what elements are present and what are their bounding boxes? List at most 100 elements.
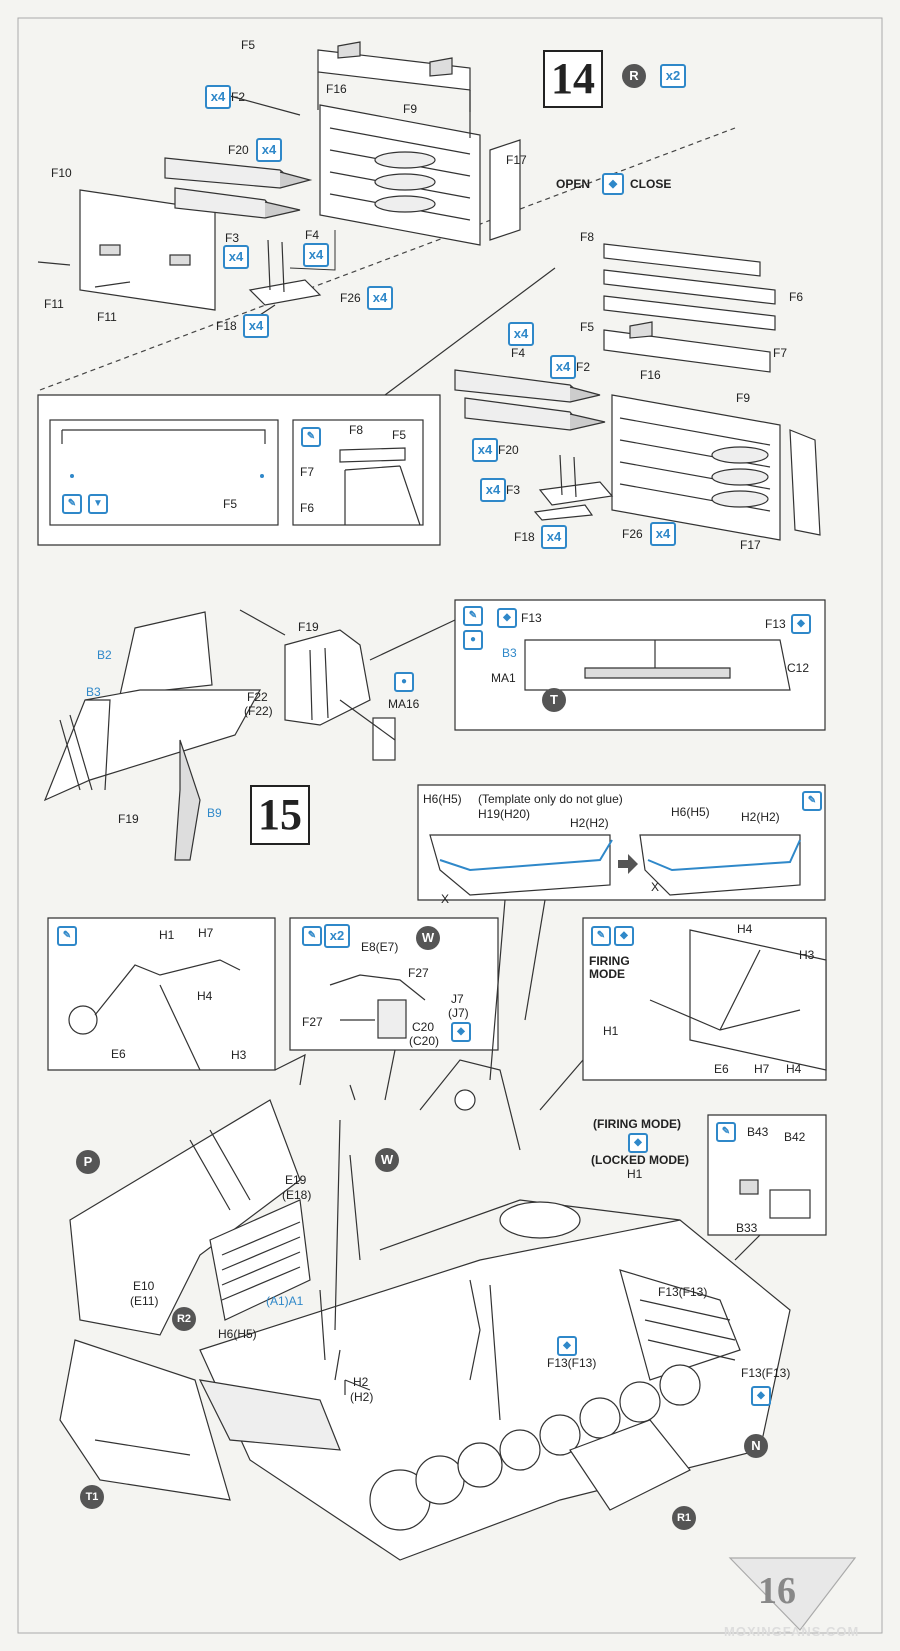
label-f7-inset: F7 (300, 465, 315, 479)
ammo-rack-upper (37, 41, 521, 326)
label-f13f13-b: F13(F13) (547, 1356, 597, 1370)
label-f4-b: F4 (511, 346, 526, 360)
label-f17-b: F17 (740, 538, 761, 552)
label-f8-inset: F8 (349, 423, 364, 437)
badge-t1: T1 (80, 1485, 104, 1509)
label-b33: B33 (736, 1221, 758, 1235)
badge-x4-f18-a: x4 (243, 314, 269, 338)
badge-x4-f4: x4 (303, 243, 329, 267)
label-h7-b: H7 (754, 1062, 770, 1076)
label-f9-b: F9 (736, 391, 751, 405)
badge-n: N (744, 1434, 768, 1458)
badge-r: R (622, 64, 646, 88)
open-close-icon-h: ◆ (751, 1386, 771, 1406)
label-e6-a: E6 (111, 1047, 126, 1061)
label-firing: FIRING (589, 954, 630, 968)
label-locked-mode: (LOCKED MODE) (591, 1153, 689, 1167)
badge-x4-f26-b: x4 (650, 522, 676, 546)
label-f5-b: F5 (580, 320, 595, 334)
badge-x4-f26-a: x4 (367, 286, 393, 310)
label-h1-a: H1 (159, 928, 175, 942)
side-plates-step15 (43, 609, 396, 861)
label-f20-b: F20 (498, 443, 519, 457)
label-h1-b: H1 (603, 1024, 619, 1038)
label-f20-a: F20 (228, 143, 249, 157)
label-firing-mode: (FIRING MODE) (593, 1117, 681, 1131)
label-f19-a: F19 (298, 620, 319, 634)
label-e19: E19 (285, 1173, 307, 1187)
label-f18-a: F18 (216, 319, 237, 333)
open-close-icon-f: ◆ (628, 1133, 648, 1153)
badge-x4-f3-b: x4 (480, 478, 506, 502)
glue-icon-b: ✎ (463, 606, 483, 626)
label-f5-c: F5 (223, 497, 238, 511)
label-f13f13-a: F13(F13) (658, 1285, 708, 1299)
label-h3-a: H3 (231, 1048, 247, 1062)
badge-w-a: W (416, 926, 440, 950)
label-x-b: X (651, 880, 660, 894)
ammo-rack-lower (454, 243, 821, 541)
step-15-number: 15 (250, 785, 310, 845)
label-f18-b: F18 (514, 530, 535, 544)
badge-x4-f20-b: x4 (472, 438, 498, 462)
label-f13-a: F13 (521, 611, 542, 625)
open-close-icon-g: ◆ (557, 1336, 577, 1356)
label-h4-b: H4 (737, 922, 753, 936)
badge-x4-f2: x4 (205, 85, 231, 109)
label-f17-a: F17 (506, 153, 527, 167)
open-close-icon-d: ◆ (451, 1022, 471, 1042)
step-16-number: 16 (758, 1570, 796, 1612)
hull-assembly (59, 1059, 791, 1561)
badge-t-a: T (542, 688, 566, 712)
badge-x4-f2-b: x4 (550, 355, 576, 379)
label-f11-b: F11 (97, 310, 117, 324)
glue-icon-g: ✎ (716, 1122, 736, 1142)
label-h2h2-b: H2(H2) (741, 810, 780, 824)
open-close-icon-a: ◆ (602, 173, 624, 195)
label-b43: B43 (747, 1125, 769, 1139)
label-f3-b: F3 (506, 483, 521, 497)
label-f6-inset: F6 (300, 501, 315, 515)
label-f2-a: F2 (231, 90, 246, 104)
paint-icon-b: ● (394, 672, 414, 692)
glue-icon-a: ✎ (62, 494, 82, 514)
label-c20: C20 (412, 1020, 435, 1034)
label-a1a1: (A1)A1 (266, 1294, 304, 1308)
label-e11p: (E11) (130, 1294, 159, 1308)
label-f27-b: F27 (302, 1015, 323, 1029)
badge-x4-f20: x4 (256, 138, 282, 162)
badge-r2: R2 (172, 1307, 196, 1331)
glue-icon-d: ✎ (57, 926, 77, 946)
label-h2: H2 (353, 1375, 369, 1389)
glue-icon-c: ✎ (802, 791, 822, 811)
label-h6h5-c: H6(H5) (218, 1327, 257, 1341)
label-f16-b: F16 (640, 368, 661, 382)
label-f19-b: F19 (118, 812, 139, 826)
label-f5-a: F5 (241, 38, 256, 52)
label-f10: F10 (51, 166, 72, 180)
label-f13f13-c: F13(F13) (741, 1366, 791, 1380)
label-f22: F22 (247, 690, 268, 704)
label-b42: B42 (784, 1130, 806, 1144)
watermark: MOXINGFANS.COM (724, 1624, 860, 1639)
open-close-icon-e: ◆ (614, 926, 634, 946)
label-b3: B3 (86, 685, 101, 699)
label-f26-a: F26 (340, 291, 361, 305)
label-mode: MODE (589, 967, 625, 981)
label-h4-c: H4 (786, 1062, 802, 1076)
trim-icon: ▼ (88, 494, 108, 514)
label-h3-b: H3 (799, 948, 815, 962)
label-b2: B2 (97, 648, 112, 662)
label-h6h5-a: H6(H5) (423, 792, 462, 806)
label-x-a: X (441, 892, 450, 906)
badge-r1: R1 (672, 1506, 696, 1530)
paint-icon-a: ● (463, 630, 483, 650)
label-e8e7: E8(E7) (361, 940, 399, 954)
open-close-icon-b: ◆ (497, 608, 517, 628)
label-f2-b: F2 (576, 360, 591, 374)
label-ma1: MA1 (491, 671, 516, 685)
label-h19h20: H19(H20) (478, 807, 531, 821)
label-f16-a: F16 (326, 82, 347, 96)
